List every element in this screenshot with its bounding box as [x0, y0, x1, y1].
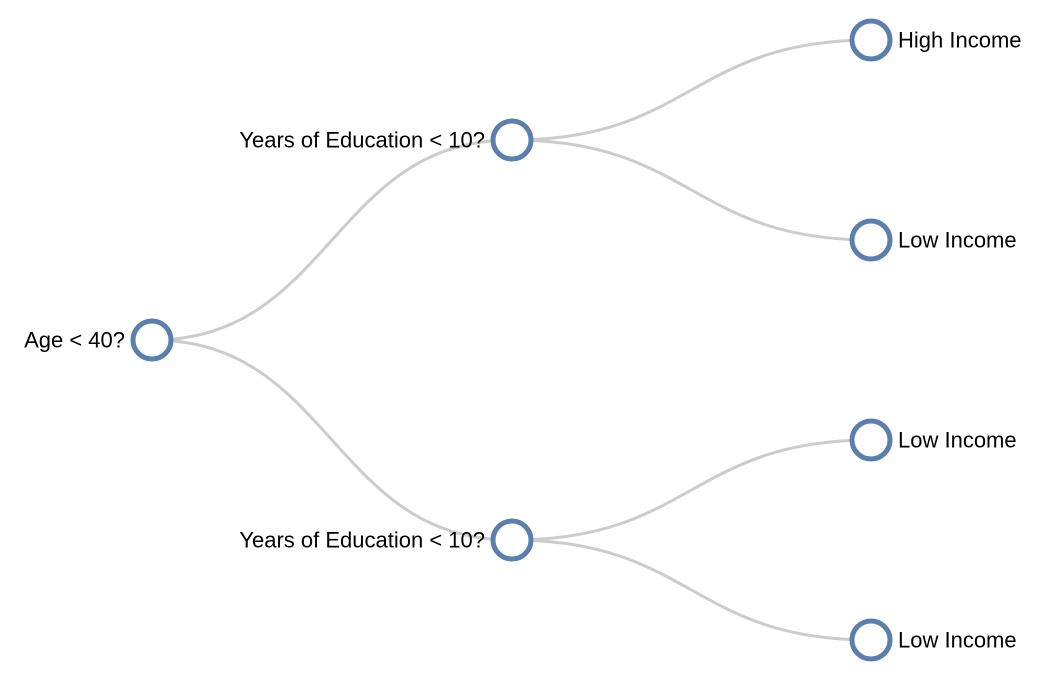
decision-node: Years of Education < 10?: [239, 518, 534, 562]
tree-links: [151, 38, 872, 642]
node-circle: [490, 518, 534, 562]
tree-link: [511, 38, 872, 142]
node-circle: [849, 418, 893, 462]
node-circle: [849, 618, 893, 662]
leaf-node: Low Income: [849, 418, 1017, 462]
tree-link: [511, 138, 872, 242]
node-circle: [490, 118, 534, 162]
leaf-node: Low Income: [849, 218, 1017, 262]
node-circle: [849, 218, 893, 262]
leaf-node: Low Income: [849, 618, 1017, 662]
tree-link: [511, 538, 872, 642]
node-label: Age < 40?: [24, 328, 125, 353]
node-label: Low Income: [898, 228, 1017, 253]
node-label: Low Income: [898, 428, 1017, 453]
decision-node: Years of Education < 10?: [239, 118, 534, 162]
node-label: Years of Education < 10?: [239, 528, 485, 553]
tree-link: [151, 138, 513, 342]
node-circle: [849, 18, 893, 62]
leaf-node: High Income: [849, 18, 1022, 62]
node-label: Years of Education < 10?: [239, 128, 485, 153]
tree-link: [511, 438, 872, 542]
node-label: High Income: [898, 28, 1022, 53]
decision-node: Age < 40?: [24, 318, 174, 362]
node-label: Low Income: [898, 628, 1017, 653]
node-circle: [130, 318, 174, 362]
tree-link: [151, 338, 513, 542]
